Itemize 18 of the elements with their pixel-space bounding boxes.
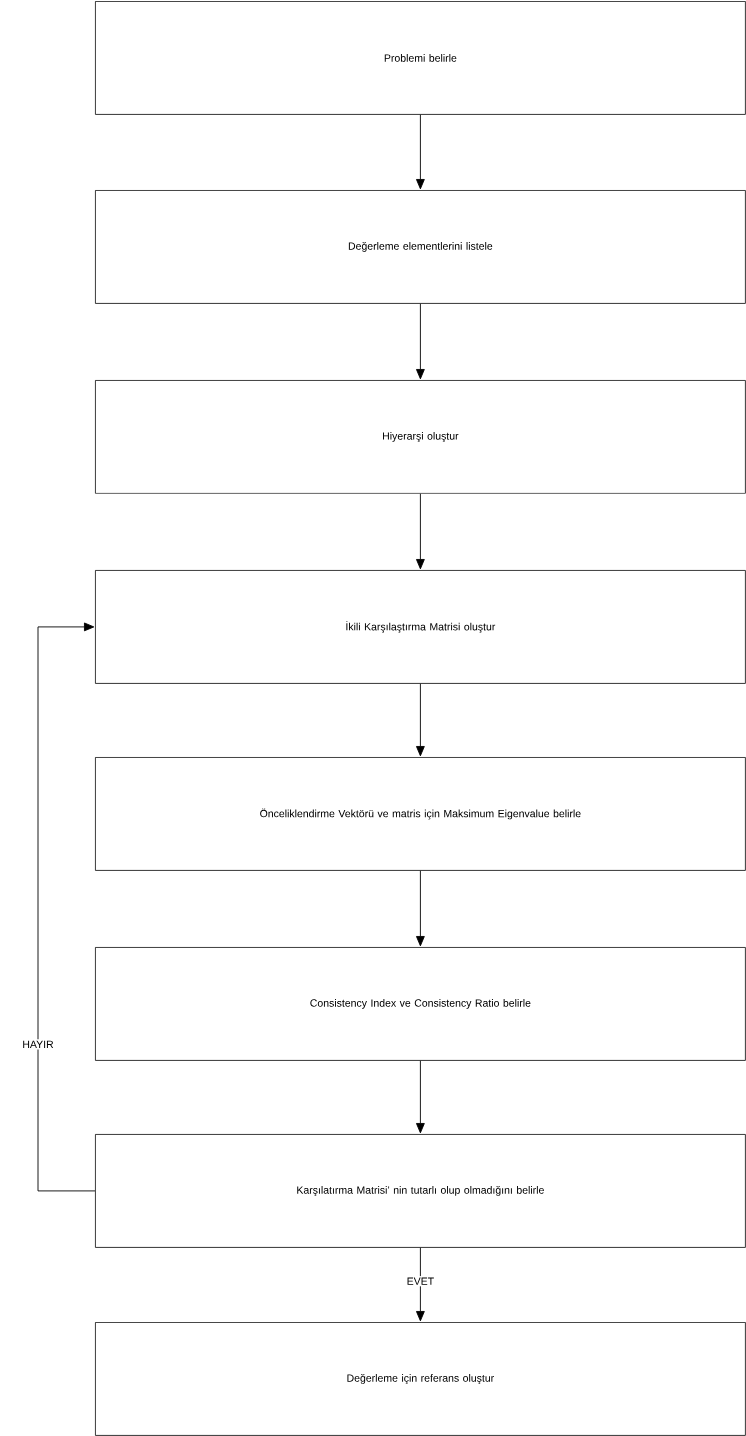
process-box: Önceliklendirme Vektörü ve matris için Maksimum Eigenvalue belirle bbox=[95, 757, 746, 871]
arrow bbox=[416, 114, 425, 190]
arrow bbox=[416, 303, 425, 380]
process-box: Consistency Index ve Consistency Ratio belirle bbox=[95, 947, 746, 1061]
process-box: Karşılatırma Matrisi’ nin tutarlı olup olmadığını belirle bbox=[95, 1134, 746, 1248]
process-box: İkili Karşılaştırma Matrisi oluştur bbox=[95, 570, 746, 684]
arrow bbox=[416, 870, 425, 947]
edge-label: EVET bbox=[405, 1276, 436, 1287]
arrow bbox=[37, 622, 96, 1192]
arrow bbox=[416, 683, 425, 757]
process-box: Hiyerarşi oluştur bbox=[95, 380, 746, 494]
process-box: Problemi belirle bbox=[95, 1, 746, 115]
arrow bbox=[416, 1247, 425, 1322]
process-box: Değerleme elementlerini listele bbox=[95, 190, 746, 304]
process-box: Değerleme için referans oluştur bbox=[95, 1322, 746, 1436]
arrow bbox=[416, 1060, 425, 1134]
edge-label: HAYIR bbox=[20, 1039, 56, 1050]
arrow bbox=[416, 493, 425, 570]
